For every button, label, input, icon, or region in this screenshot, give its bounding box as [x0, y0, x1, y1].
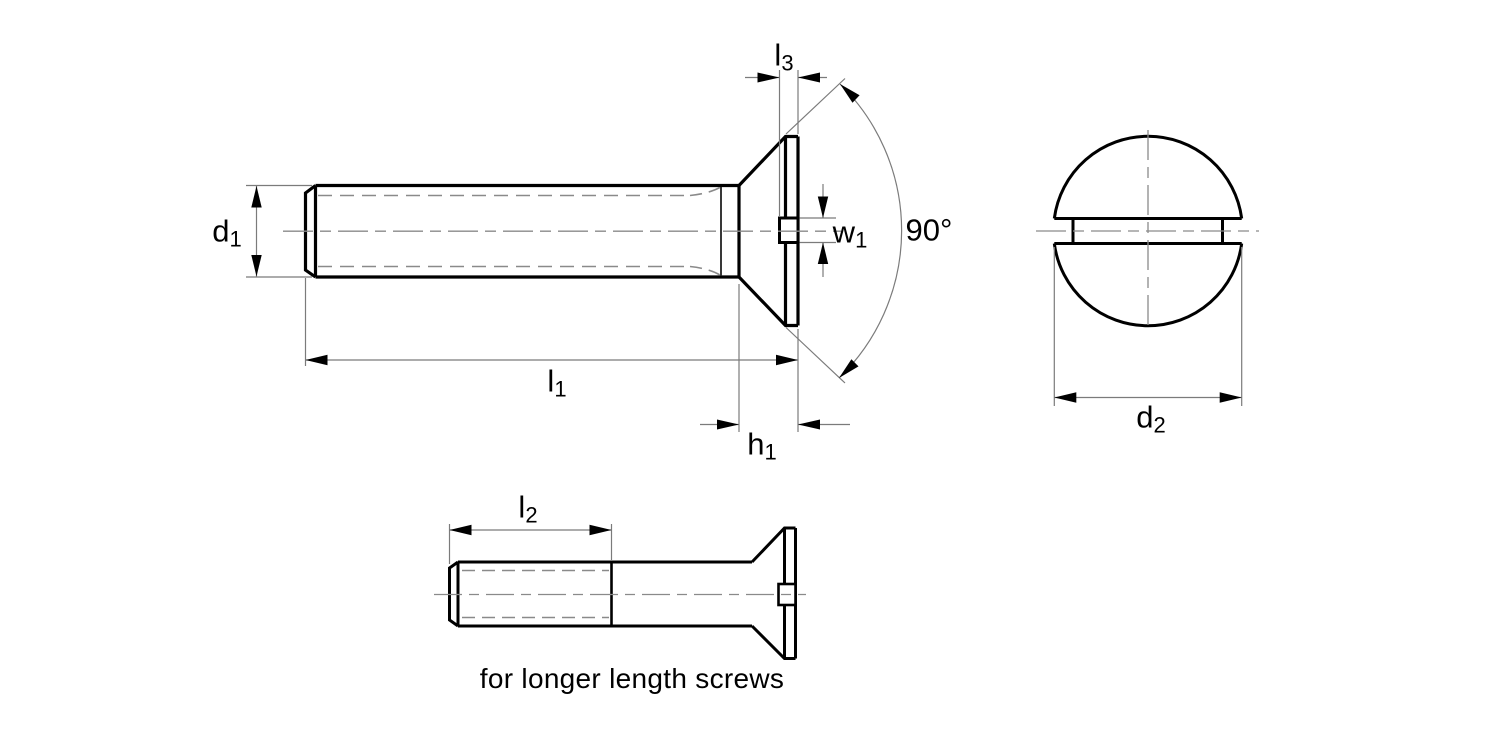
- main-screw-side-view: [283, 134, 841, 328]
- dim-label-d2: d2: [1136, 399, 1166, 436]
- label-base: l: [774, 37, 782, 73]
- label-subscript: 3: [781, 50, 794, 76]
- dim-angle-90: [785, 78, 903, 384]
- label-base: d: [1136, 399, 1154, 435]
- label-subscript: 1: [764, 439, 777, 465]
- screw-outline: [448, 526, 797, 660]
- slot-cross-section: [778, 216, 800, 244]
- dim-label-h1: h1: [747, 426, 777, 463]
- dim-w1: [799, 184, 836, 277]
- dim-h1: [700, 284, 850, 432]
- dim-label-l1: l1: [547, 363, 566, 400]
- label-subscript: 2: [525, 502, 538, 528]
- label-base: l: [547, 363, 555, 399]
- dim-label-w1: w1: [832, 214, 868, 251]
- drawing-caption: for longer length screws: [479, 663, 785, 694]
- label-text: 90°: [905, 212, 953, 248]
- label-base: w: [832, 214, 856, 250]
- dim-label-d1: d1: [212, 213, 242, 250]
- label-base: h: [747, 426, 765, 462]
- thread-dashed-lines: [462, 569, 609, 619]
- center-lines: [1036, 130, 1259, 329]
- label-subscript: 1: [554, 376, 567, 402]
- dim-label-l2: l2: [518, 489, 537, 526]
- dim-label-l3: l3: [774, 37, 793, 74]
- long-screw-variant-view: [434, 524, 806, 660]
- angle-label-90deg: 90°: [906, 215, 953, 246]
- label-subscript: 1: [855, 227, 868, 253]
- dim-d2: [1053, 247, 1243, 406]
- dim-l3: [745, 70, 827, 216]
- head-end-view: [1036, 130, 1259, 406]
- dim-d1: [246, 184, 312, 278]
- dimensions-main-view: [246, 70, 903, 432]
- thread-dashed-lines: [318, 186, 721, 276]
- label-base: d: [212, 213, 230, 249]
- dim-l1: [304, 278, 798, 366]
- label-subscript: 2: [1153, 412, 1166, 438]
- label-subscript: 1: [229, 226, 242, 252]
- label-base: l: [518, 489, 526, 525]
- dim-l2: [448, 524, 613, 564]
